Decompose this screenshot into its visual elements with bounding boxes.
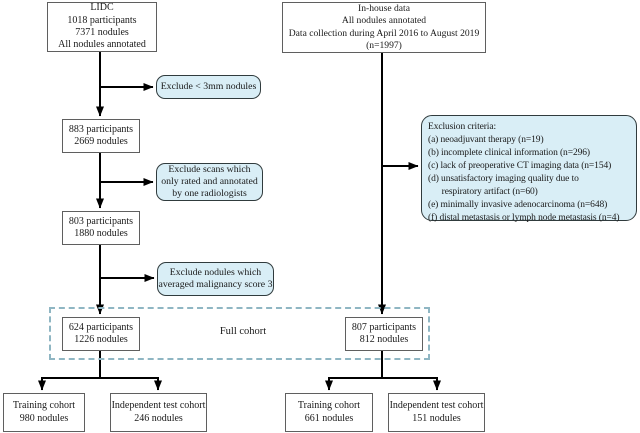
box-text-line: (a) neoadjuvant therapy (n=19) [428,135,544,145]
box-text-line: Independent test cohort [389,400,484,412]
box-text-line: 803 participants [68,215,134,227]
lidc-step2-box: 803 participants 1880 nodules [62,211,140,245]
inhouse-full-cohort-box: 807 participants 812 nodules [345,317,423,351]
box-text-line: 883 participants [68,123,134,135]
box-text-line: respiratory artifact (n=60) [428,187,538,197]
box-text-line: Training cohort [12,400,76,412]
box-text-line: 661 nodules [304,412,354,424]
box-text-line: (e) minimally invasive adenocarcinoma (n… [428,200,608,210]
box-text-line: (n=1997) [366,39,402,51]
box-text-line: 151 nodules [412,412,461,424]
box-text-line: 807 participants [351,321,417,333]
inhouse-test-cohort-box: Independent test cohort 151 nodules [388,393,485,432]
box-text-line: Exclusion criteria: [428,122,497,132]
inhouse-source-box: In-house data All nodules annotated Data… [282,2,486,53]
box-text-line: Exclude nodules which [169,266,262,278]
box-text-line: In-house data [358,3,410,15]
lidc-full-cohort-box: 624 participants 1226 nodules [62,317,140,351]
box-text-line: All nodules annotated [341,15,427,27]
exclusion-criteria-box: Exclusion criteria: (a) neoadjuvant ther… [421,115,637,223]
box-text-line: 2669 nodules [74,136,128,147]
exclude-malignancy-score3-box: Exclude nodules which averaged malignanc… [157,262,274,296]
exclude-small-nodules-box: Exclude < 3mm nodules [156,75,261,99]
lidc-training-cohort-box: Training cohort 980 nodules [3,393,85,432]
box-text-line: Data collection during April 2016 to Aug… [288,27,480,39]
lidc-step1-box: 883 participants 2669 nodules [62,119,140,153]
lidc-test-cohort-box: Independent test cohort 246 nodules [110,393,207,432]
box-text-line: 980 nodules [19,412,69,424]
box-text-line: 7371 nodules [75,27,129,38]
full-cohort-dashed-region [49,307,430,360]
box-text-line: 812 nodules [359,334,409,345]
box-text-line: Exclude < 3mm nodules [160,80,257,92]
box-text-line: All nodules annotated [58,39,146,51]
box-text-line: 246 nodules [134,412,183,424]
box-text-line: Exclude scans which [168,163,251,175]
box-text-line: 1226 nodules [74,334,128,345]
full-cohort-label: Full cohort [219,326,267,337]
box-text-line: 1880 nodules [74,228,128,239]
box-text-line: only rated and annotated [161,175,258,187]
box-text-line: (c) lack of preoperative CT imaging data… [428,161,612,171]
box-text-line: (f) distal metastasis or lymph node meta… [428,213,620,223]
box-text-line: (d) unsatisfactory imaging quality due t… [428,174,579,184]
box-text-line: (b) incomplete clinical information (n=2… [428,148,590,158]
lidc-source-box: LIDC 1018 participants 7371 nodules All … [47,2,157,52]
box-text-line: Independent test cohort [111,400,206,412]
box-text-line: 1018 participants [67,14,137,26]
inhouse-training-cohort-box: Training cohort 661 nodules [285,393,373,432]
box-text-line: Training cohort [297,400,361,412]
box-text-line: LIDC [90,2,114,14]
box-text-line: averaged malignancy score 3 [158,279,273,290]
box-text-line: 624 participants [68,321,134,333]
box-text-line: by one radiologists [172,188,247,200]
exclude-one-radiologist-box: Exclude scans which only rated and annot… [156,163,263,201]
